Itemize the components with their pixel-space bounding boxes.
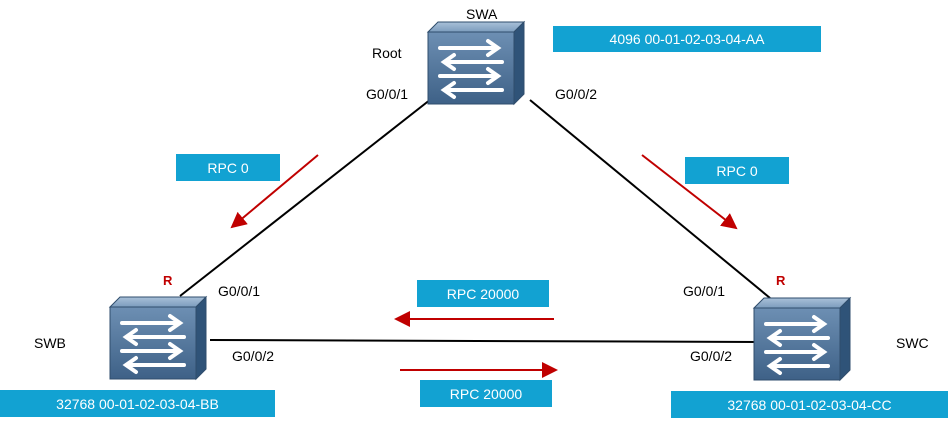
swb-port-right: G0/0/2 (232, 348, 275, 364)
link-swa-swc (529, 99, 771, 299)
rpc-tag-swa-swb: RPC 0 (176, 154, 280, 181)
rpc-tag-swb-swc: RPC 20000 (420, 380, 552, 407)
link-swa-swb (179, 91, 441, 297)
rpc-tag-swa-swc: RPC 0 (685, 157, 789, 184)
swa-port-left: G0/0/1 (366, 86, 409, 102)
swc-name: SWC (896, 335, 929, 351)
rpc-tag-swc-swb: RPC 20000 (417, 280, 549, 307)
swa-bridge-id: 4096 00-01-02-03-04-AA (553, 26, 821, 52)
swb-bridge-id: 32768 00-01-02-03-04-BB (0, 390, 275, 417)
swa-role-label: Root (372, 45, 402, 61)
swc-bridge-id: 32768 00-01-02-03-04-CC (671, 391, 948, 418)
swc-port-top: G0/0/1 (683, 283, 726, 299)
link-swb-swc (209, 339, 761, 343)
swb-port-top: G0/0/1 (218, 283, 261, 299)
arrow-icon (641, 154, 738, 230)
swc-root-port-mark: R (776, 273, 786, 288)
swb-root-port-mark: R (163, 273, 173, 288)
swc-port-left: G0/0/2 (690, 348, 733, 364)
switch-icon (108, 295, 208, 381)
switch-icon (752, 296, 852, 382)
swa-name: SWA (466, 6, 498, 22)
swa-port-right: G0/0/2 (555, 86, 598, 102)
arrow-icon (230, 154, 319, 229)
swb-name: SWB (34, 335, 66, 351)
switch-icon (426, 20, 526, 106)
